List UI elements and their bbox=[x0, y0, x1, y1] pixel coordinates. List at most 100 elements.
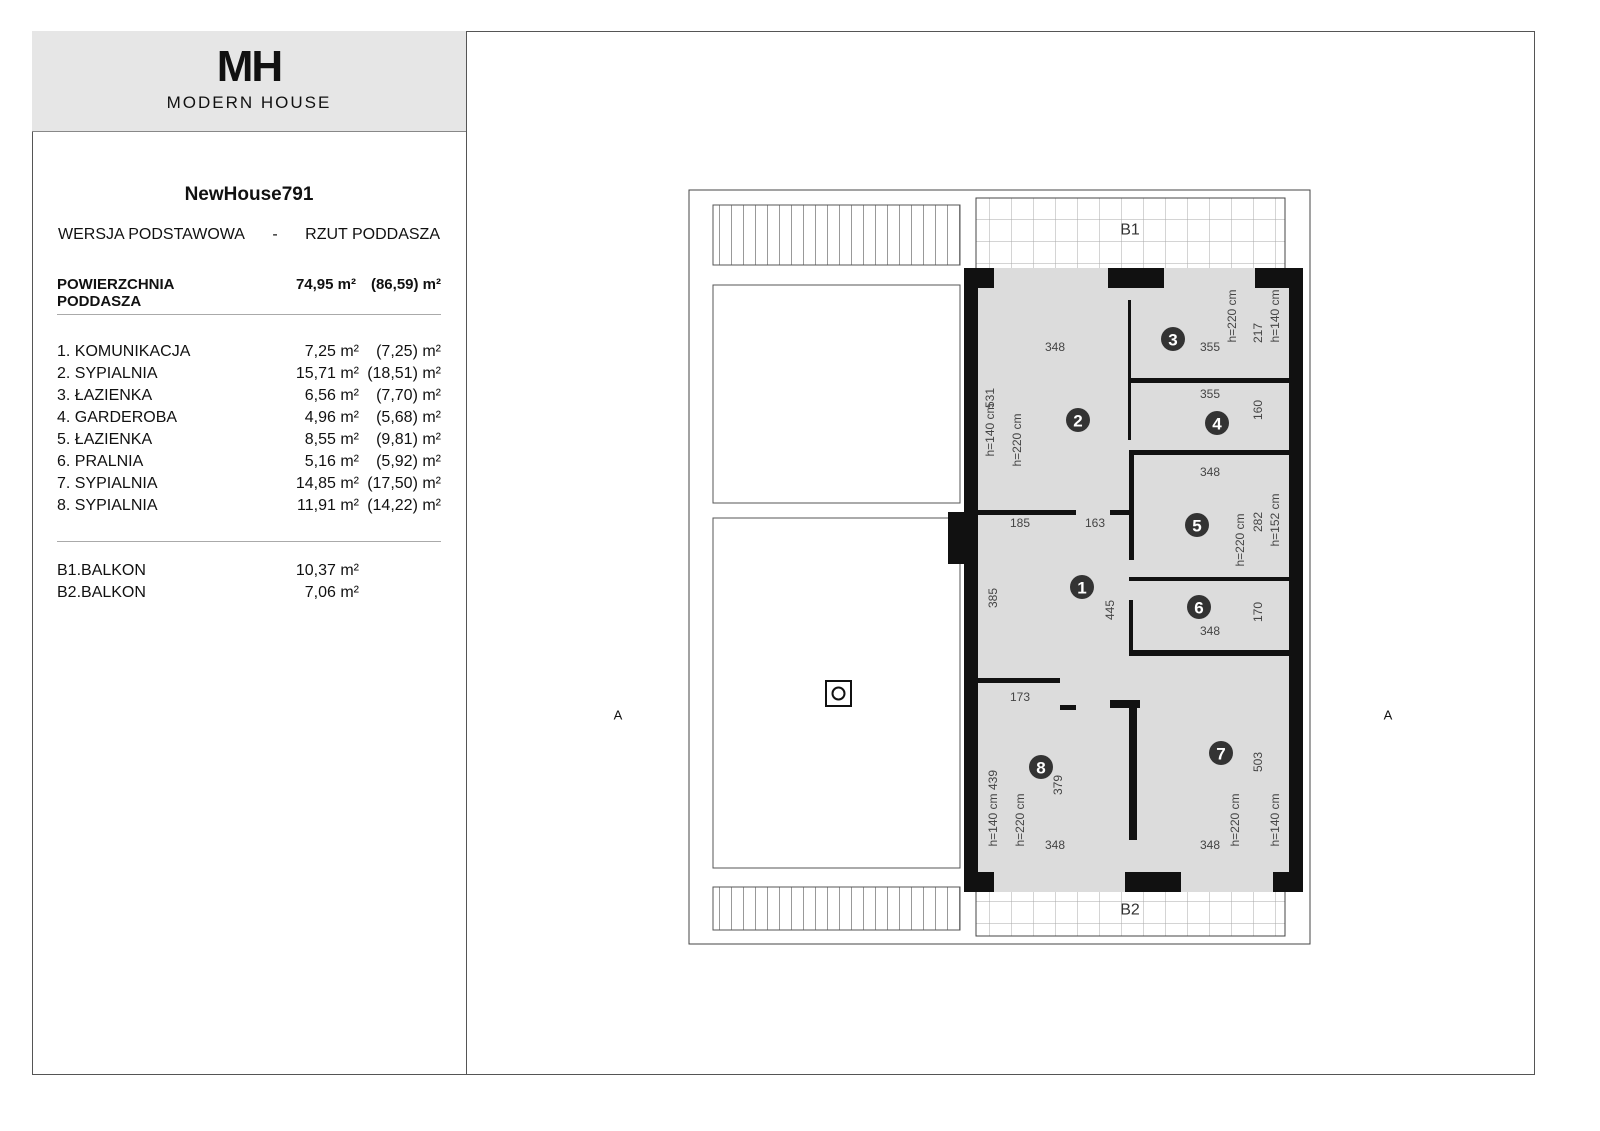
dimension-label: h=220 cm bbox=[1013, 793, 1027, 846]
dimension-label: h=140 cm bbox=[983, 403, 997, 456]
logo-brand: MODERN HOUSE bbox=[166, 93, 332, 112]
room-number: 7 bbox=[1216, 745, 1225, 764]
room-gross-area: (7,70) m² bbox=[376, 387, 441, 404]
room-number-badge bbox=[1070, 575, 1094, 599]
roof-panel bbox=[712, 204, 961, 266]
balcony-list: B1.BALKON 10,37 m² B2.BALKON 7,06 m² bbox=[57, 560, 441, 604]
dimension-label: 445 bbox=[1103, 600, 1117, 620]
dimension-label: 531 bbox=[983, 388, 997, 408]
dimension-label: 355 bbox=[1200, 340, 1220, 354]
dimension-label: 503 bbox=[1251, 752, 1265, 772]
dimension-label: 439 bbox=[986, 770, 1000, 790]
room-number-badge bbox=[1187, 595, 1211, 619]
room-row: 8. SYPIALNIA 11,91 m² (14,22) m² bbox=[57, 495, 441, 517]
room-gross-area: (7,25) m² bbox=[376, 343, 441, 360]
sheet-frame bbox=[32, 31, 1535, 1075]
dimension-label: 348 bbox=[1045, 340, 1065, 354]
separator: - bbox=[272, 226, 278, 243]
dimension-label: 173 bbox=[1010, 690, 1030, 704]
balcony-area: 10,37 m² bbox=[295, 562, 359, 579]
room-area: 11,91 m² bbox=[297, 497, 359, 514]
dimension-label: 348 bbox=[1200, 838, 1220, 852]
dimension-label: h=140 cm bbox=[1268, 793, 1282, 846]
dimension-label: 348 bbox=[1200, 465, 1220, 479]
dimension-label: h=140 cm bbox=[986, 793, 1000, 846]
room-number: 4 bbox=[1212, 415, 1222, 434]
room-area: 8,55 m² bbox=[304, 431, 359, 448]
room-area: 4,96 m² bbox=[304, 409, 359, 426]
section-marker: A bbox=[614, 708, 623, 723]
dimension-label: h=220 cm bbox=[1228, 793, 1242, 846]
dimension-label: 217 bbox=[1251, 323, 1265, 343]
room-name: 4. GARDEROBA bbox=[57, 409, 178, 426]
room-area: 6,56 m² bbox=[304, 387, 359, 404]
dimension-label: 185 bbox=[1010, 516, 1030, 530]
balcony-name: B1.BALKON bbox=[57, 562, 146, 579]
divider bbox=[57, 541, 441, 542]
balcony-row: B1.BALKON 10,37 m² bbox=[57, 560, 441, 582]
total-label: POWIERZCHNIA PODDASZA bbox=[57, 276, 174, 310]
room-number-badge bbox=[1205, 411, 1229, 435]
dimension-label: 379 bbox=[1051, 775, 1065, 795]
balcony-area: 7,06 m² bbox=[304, 584, 359, 601]
room-name: 1. KOMUNIKACJA bbox=[57, 343, 191, 360]
section-marker: A bbox=[1384, 708, 1393, 723]
room-name: 2. SYPIALNIA bbox=[57, 365, 158, 382]
room-gross-area: (14,22) m² bbox=[367, 497, 441, 514]
room-area: 14,85 m² bbox=[295, 475, 359, 492]
balcony-label: B1 bbox=[1120, 222, 1140, 239]
version: WERSJA PODSTAWOWA bbox=[58, 226, 245, 243]
room-row: 2. SYPIALNIA 15,71 m² (18,51) m² bbox=[57, 363, 441, 385]
room-gross-area: (17,50) m² bbox=[367, 475, 441, 492]
room-name: 3. ŁAZIENKA bbox=[57, 387, 153, 404]
dimension-label: 282 bbox=[1251, 512, 1265, 532]
dimension-label: h=220 cm bbox=[1225, 289, 1239, 342]
dimension-label: 170 bbox=[1251, 602, 1265, 622]
balcony-row: B2.BALKON 7,06 m² bbox=[57, 582, 441, 604]
room-gross-area: (5,68) m² bbox=[376, 409, 441, 426]
view-name: RZUT PODDASZA bbox=[305, 226, 440, 243]
dimension-label: h=220 cm bbox=[1233, 513, 1247, 566]
room-number: 1 bbox=[1077, 579, 1086, 598]
room-gross-area: (9,81) m² bbox=[376, 431, 441, 448]
room-area: 7,25 m² bbox=[304, 343, 359, 360]
room-area: 5,16 m² bbox=[304, 453, 359, 470]
room-number: 2 bbox=[1073, 412, 1082, 431]
total-net: 74,95 m² bbox=[295, 276, 356, 293]
balcony-label: B2 bbox=[1120, 902, 1140, 919]
roof-panel bbox=[712, 284, 961, 504]
room-number-badge bbox=[1209, 741, 1233, 765]
walls bbox=[948, 268, 1303, 892]
room-row: 3. ŁAZIENKA 6,56 m² (7,70) m² bbox=[57, 385, 441, 407]
total-gross: (86,59) m² bbox=[370, 276, 441, 293]
dimension-label: 348 bbox=[1200, 624, 1220, 638]
chimney-icon bbox=[825, 680, 852, 707]
dimension-label: h=220 cm bbox=[1010, 413, 1024, 466]
room-name: 5. ŁAZIENKA bbox=[57, 431, 153, 448]
room-area: 15,71 m² bbox=[295, 365, 359, 382]
room-row: 4. GARDEROBA 4,96 m² (5,68) m² bbox=[57, 407, 441, 429]
dimension-label: 355 bbox=[1200, 387, 1220, 401]
subtitle: WERSJA PODSTAWOWA - RZUT PODDASZA bbox=[58, 226, 440, 244]
balcony-name: B2.BALKON bbox=[57, 584, 146, 601]
room-number: 8 bbox=[1036, 759, 1045, 778]
roof-panel bbox=[712, 886, 961, 931]
room-gross-area: (18,51) m² bbox=[367, 365, 441, 382]
room-row: 5. ŁAZIENKA 8,55 m² (9,81) m² bbox=[57, 429, 441, 451]
room-number-badge bbox=[1161, 327, 1185, 351]
room-number-badge bbox=[1066, 408, 1090, 432]
dimension-label: h=140 cm bbox=[1268, 289, 1282, 342]
room-name: 8. SYPIALNIA bbox=[57, 497, 158, 514]
room-number-badge bbox=[1185, 513, 1209, 537]
dimension-label: 348 bbox=[1045, 838, 1065, 852]
room-row: 1. KOMUNIKACJA 7,25 m² (7,25) m² bbox=[57, 341, 441, 363]
room-number: 5 bbox=[1192, 517, 1201, 536]
project-title: NewHouse791 bbox=[184, 184, 314, 205]
room-number-badge bbox=[1029, 755, 1053, 779]
room-number: 3 bbox=[1168, 331, 1177, 350]
room-list: 1. KOMUNIKACJA 7,25 m² (7,25) m² 2. SYPIALN… bbox=[57, 341, 441, 517]
dimension-label: h=152 cm bbox=[1268, 493, 1282, 546]
